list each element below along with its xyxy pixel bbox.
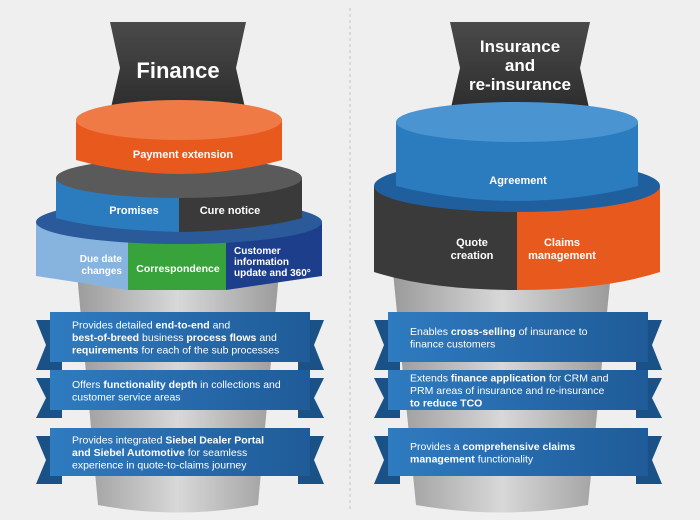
banner-text-segment: business bbox=[139, 332, 186, 344]
left-banner-1: Provides detailed end-to-end and best-of-… bbox=[36, 312, 324, 370]
text-line: changes bbox=[81, 266, 122, 277]
banner-ribbon bbox=[388, 428, 648, 476]
banner-text-segment: functionality depth bbox=[103, 379, 197, 391]
tier-label-cure-notice: Cure notice bbox=[200, 205, 261, 217]
text-line: Claims bbox=[544, 237, 580, 249]
tier-label-correspondence: Correspondence bbox=[136, 263, 220, 275]
banner-text-segment: management bbox=[410, 453, 475, 465]
text-line: information bbox=[234, 257, 289, 268]
banner-text-segment: end-to-end bbox=[155, 320, 209, 332]
tier-label-promises: Promises bbox=[109, 205, 159, 217]
banner-text-segment: to reduce TCO bbox=[410, 398, 482, 410]
text-line: and bbox=[505, 56, 535, 75]
banner-text-segment: process flows bbox=[186, 332, 256, 344]
banner-text-segment: in collections and bbox=[197, 379, 281, 391]
banner-text-segment: customer service areas bbox=[72, 391, 181, 403]
tier-label-agreement: Agreement bbox=[489, 175, 547, 187]
banner-ribbon bbox=[50, 428, 310, 476]
banner-text-segment: PRM areas of insurance and re-insurance bbox=[410, 385, 605, 397]
right-banner-1: Enables cross-selling of insurance to fin… bbox=[374, 312, 662, 370]
banner-text-segment: finance customers bbox=[410, 338, 495, 350]
left-banner-2: Offers functionality depth in collection… bbox=[36, 370, 324, 418]
banner-text-segment: functionality bbox=[475, 453, 534, 465]
finance-title: Finance bbox=[136, 58, 219, 83]
banner-text-segment: and bbox=[256, 332, 277, 344]
text-line: creation bbox=[451, 250, 494, 262]
text-line: Customer bbox=[234, 246, 281, 257]
banner-text-segment: finance application bbox=[451, 373, 546, 385]
banner-text-segment: Siebel Dealer Portal bbox=[165, 435, 264, 447]
banner-text-segment: experience in quote-to-claims journey bbox=[72, 460, 247, 472]
banner-text-segment: for CRM and bbox=[546, 373, 609, 385]
banner-text: Provides detailed end-to-end and best-of-… bbox=[72, 320, 279, 357]
banner-text-segment: Offers bbox=[72, 379, 103, 391]
banner-text-segment: and bbox=[210, 320, 231, 332]
banner-ribbon bbox=[388, 312, 648, 362]
text-line: Due date bbox=[80, 254, 123, 265]
banner-ribbon bbox=[388, 370, 648, 410]
banner-group: Provides detailed end-to-end and best-of-… bbox=[36, 312, 662, 484]
banner-text-segment: Provides detailed bbox=[72, 320, 155, 332]
tier-label-payment-extension: Payment extension bbox=[133, 149, 234, 161]
banner-text-segment: cross-selling bbox=[451, 326, 516, 338]
banner-text-segment: Provides integrated bbox=[72, 435, 165, 447]
banner-text: Provides integrated Siebel Dealer Portal… bbox=[72, 435, 264, 472]
banner-text-segment: for seamless bbox=[185, 447, 247, 459]
banner-text-segment: comprehensive claims bbox=[463, 441, 576, 453]
text-line: management bbox=[528, 250, 596, 262]
banner-ribbon bbox=[50, 312, 310, 362]
text-line: Quote bbox=[456, 237, 488, 249]
banner-text-segment: of insurance to bbox=[516, 326, 588, 338]
banner-text: Enables cross-selling of insurance to fin… bbox=[410, 326, 588, 351]
text-line: re-insurance bbox=[469, 75, 571, 94]
banner-text: Offers functionality depth in collection… bbox=[72, 379, 281, 404]
banner-text-segment: best-of-breed bbox=[72, 332, 139, 344]
banner-ribbon bbox=[50, 370, 310, 410]
banner-text-segment: Provides a bbox=[410, 441, 463, 453]
finance-tier-top bbox=[76, 100, 282, 174]
insurance-tier-top bbox=[396, 102, 638, 201]
banner-text-segment: for each of the sub processes bbox=[139, 345, 280, 357]
banner-text-segment: Enables bbox=[410, 326, 451, 338]
left-banner-3: Provides integrated Siebel Dealer Portal… bbox=[36, 428, 324, 484]
text-line: Insurance bbox=[480, 37, 560, 56]
banner-text-segment: and Siebel Automotive bbox=[72, 447, 185, 459]
banner-text-segment: Extends bbox=[410, 373, 451, 385]
text-line: update and 360° bbox=[234, 268, 311, 279]
insurance-title-box bbox=[450, 22, 590, 112]
banner-text-segment: requirements bbox=[72, 345, 139, 357]
finance-title-box bbox=[110, 22, 246, 112]
